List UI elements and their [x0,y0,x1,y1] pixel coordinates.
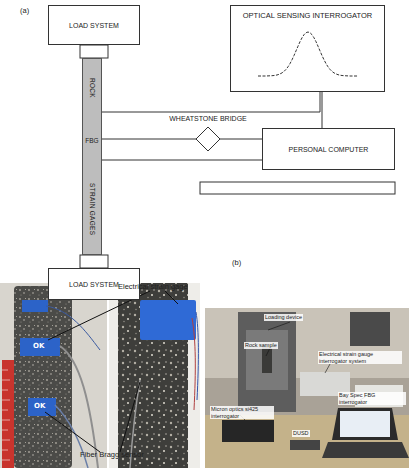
platen-block [80,45,108,58]
annotation-label: Electrical strain gauge interrogator sys… [318,351,402,364]
interrogator-box: OPTICAL SENSING INTERROGATOR [230,5,385,92]
annotation-label: OK [34,402,45,411]
node-text: WHEATSTONE BRIDGE [169,114,247,123]
tape [140,300,196,340]
laptop-base [322,442,409,458]
photo-background [0,283,108,468]
cable [60,346,98,468]
wire [220,139,250,140]
platen-block [80,255,108,268]
monitor [350,312,390,346]
laptop-screen-frame [332,408,398,440]
wire-connector [322,92,323,128]
lab-photo [205,308,409,468]
annotation-label: Fiber Bragg sensor [80,450,160,459]
node-text: FBG [85,136,98,145]
wire [166,139,196,140]
ruler [2,360,14,468]
rock-sample [262,345,272,373]
rock-core [14,286,72,468]
node-text: LOAD SYSTEM [69,21,119,30]
annotation-label: DUSD [292,430,310,437]
photo-background [108,283,200,468]
loading-frame [246,330,288,390]
annotation-label: Micron optics si425 interrogator [210,406,274,419]
wire-connector [102,139,166,140]
annotation-label: Loading device [264,314,303,321]
photo-background [205,308,409,468]
node-text: LOAD SYSTEM [69,280,119,289]
tape [22,300,48,312]
wire [192,318,195,410]
sample-inset-photo [108,283,200,468]
annotation-label: Rock sample [244,342,278,349]
computer-box: PERSONAL COMPUTER [262,128,395,170]
annotation-label: (b) [232,258,241,267]
annotation-label: OK [33,342,44,351]
leader-line [45,382,140,452]
peak-line [258,32,358,76]
node-text: STRAIN GAGES [88,183,97,235]
tape [28,398,56,416]
laptop-screen [340,411,390,437]
node-text: ROCK [88,78,97,98]
annotation-label: Electrical strain gage [118,282,208,291]
node-text: PERSONAL COMPUTER [289,145,369,154]
sample-photo [0,283,108,468]
annotation-label: (a) [20,6,29,15]
node-text: OPTICAL SENSING INTERROGATOR [243,11,372,20]
wire-connector [250,139,262,140]
wire-connector [102,160,262,161]
bridge-diamond: WHEATSTONE BRIDGE [166,114,250,154]
tape [20,338,60,356]
spectrum-curve [248,24,368,82]
rock-sample-bar: ROCK FBG STRAIN GAGES [82,58,102,255]
micron-optics-unit [222,420,274,442]
loading-machine [238,312,296,412]
desk-outline [200,182,395,194]
ruler-ticks [2,370,10,460]
load-system-box: LOAD SYSTEM [48,5,140,45]
wall [205,308,409,378]
annotation-label: Bay Spec FBG interrogator [338,392,406,405]
diamond-outline [196,127,220,151]
wire-connector [102,92,320,112]
diamond-symbol [166,125,250,153]
small-device [290,440,320,450]
wire [196,312,198,400]
